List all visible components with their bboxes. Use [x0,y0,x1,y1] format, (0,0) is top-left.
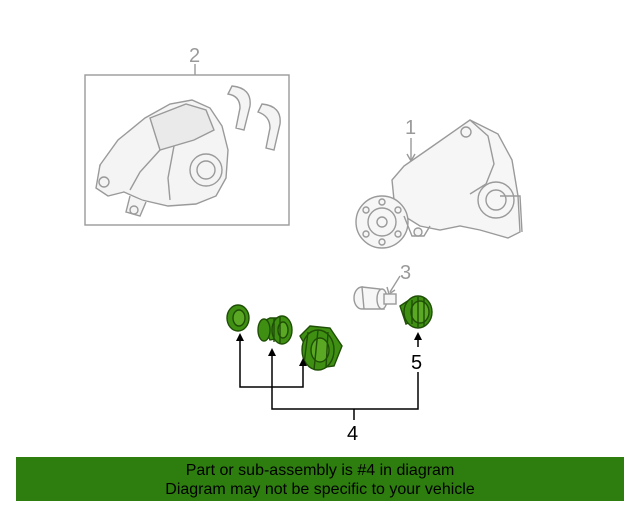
leader-arrows [236,332,422,366]
callout-4: 4 [347,423,358,445]
callout-2: 2 [189,45,200,67]
part-4-group [226,304,343,371]
differential-housing-2 [95,99,229,217]
callout-1: 1 [405,117,416,139]
part-3-group [353,275,401,310]
bearing-race-4c [299,325,343,371]
part-5-group [399,295,433,329]
part-2-group [84,64,290,226]
banner-line-1: Part or sub-assembly is #4 in diagram [185,462,455,479]
bearing-4b [257,315,293,345]
seal-4a [226,304,250,332]
part-1-group [355,119,523,249]
callout-5: 5 [411,352,422,374]
shim-left [226,85,251,131]
banner-line-2: Diagram may not be specific to your vehi… [165,481,475,498]
info-banner: Part or sub-assembly is #4 in diagram Di… [16,457,624,501]
parts-diagram: 2 1 3 [84,45,523,445]
callout-3: 3 [400,262,411,284]
leader-3 [389,275,401,293]
shim-right [257,103,281,151]
